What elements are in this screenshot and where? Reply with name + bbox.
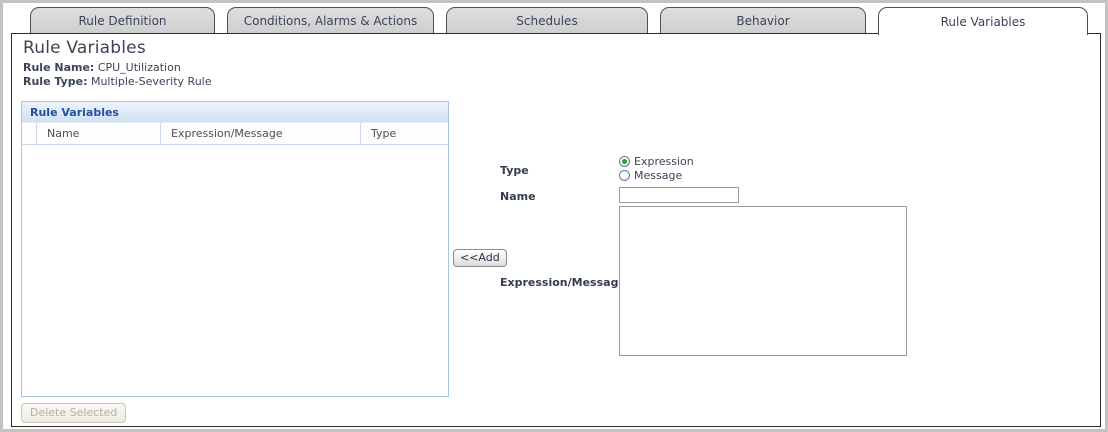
expression-message-textarea[interactable] bbox=[619, 206, 907, 356]
tab-conditions-alarms-actions[interactable]: Conditions, Alarms & Actions bbox=[227, 7, 434, 33]
rule-type-label: Rule Type: bbox=[23, 75, 88, 88]
add-button[interactable]: <<Add bbox=[453, 249, 507, 267]
column-header-type: Type bbox=[371, 127, 397, 140]
content-panel: Rule Variables Rule Name: CPU_Utilizatio… bbox=[11, 33, 1101, 427]
table-body[interactable] bbox=[22, 145, 448, 396]
expression-message-label: Expression/Message bbox=[500, 276, 626, 289]
rule-name-row: Rule Name: CPU_Utilization bbox=[23, 61, 181, 74]
tab-bar: Rule Definition Conditions, Alarms & Act… bbox=[3, 7, 1105, 35]
rule-name-label: Rule Name: bbox=[23, 61, 95, 74]
tab-rule-definition[interactable]: Rule Definition bbox=[30, 7, 215, 33]
rule-name-value: CPU_Utilization bbox=[97, 61, 181, 74]
name-input[interactable] bbox=[619, 187, 739, 203]
table-panel-title: Rule Variables bbox=[22, 102, 448, 123]
type-label: Type bbox=[500, 164, 529, 177]
tab-rule-variables[interactable]: Rule Variables bbox=[878, 7, 1088, 35]
column-header-expression-message: Expression/Message bbox=[161, 123, 361, 144]
tab-schedules[interactable]: Schedules bbox=[446, 7, 648, 33]
name-label: Name bbox=[500, 190, 536, 203]
tab-label: Schedules bbox=[516, 13, 578, 28]
radio-button-icon[interactable] bbox=[619, 170, 630, 181]
radio-button-icon[interactable] bbox=[619, 156, 630, 167]
column-header-name: Name bbox=[37, 123, 161, 144]
type-radio-group: Expression Message bbox=[619, 155, 694, 183]
tab-label: Rule Variables bbox=[940, 14, 1026, 29]
radio-option-expression[interactable]: Expression bbox=[619, 155, 694, 168]
tab-behavior[interactable]: Behavior bbox=[660, 7, 866, 33]
radio-option-label: Message bbox=[634, 169, 683, 182]
page-title: Rule Variables bbox=[23, 38, 146, 58]
rule-type-value: Multiple-Severity Rule bbox=[90, 75, 212, 88]
column-header-select bbox=[22, 123, 37, 144]
delete-selected-button[interactable]: Delete Selected bbox=[21, 403, 127, 423]
table-column-headers: Name Expression/Message Type bbox=[22, 123, 448, 145]
tab-label: Behavior bbox=[736, 13, 790, 28]
radio-option-message[interactable]: Message bbox=[619, 169, 694, 182]
tab-label: Conditions, Alarms & Actions bbox=[243, 13, 418, 28]
tab-label: Rule Definition bbox=[78, 13, 167, 28]
rule-type-row: Rule Type: Multiple-Severity Rule bbox=[23, 75, 212, 88]
radio-option-label: Expression bbox=[634, 155, 694, 168]
rule-variables-table: Rule Variables Name Expression/Message T… bbox=[21, 101, 449, 397]
